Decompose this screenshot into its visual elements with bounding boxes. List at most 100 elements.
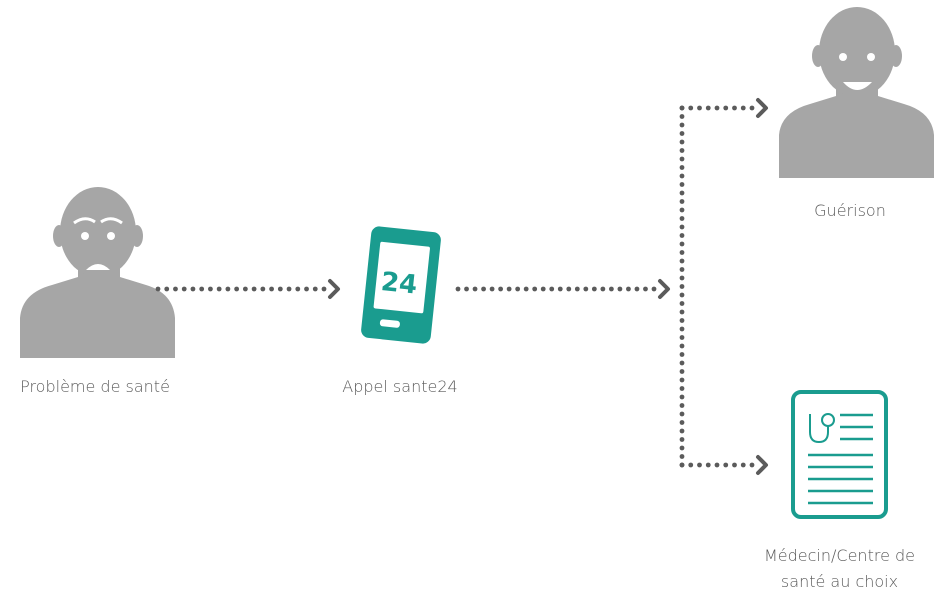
label-call-sante24: Appel sante24 <box>342 377 458 396</box>
connector-dot <box>749 105 755 111</box>
connector-dot <box>600 286 606 292</box>
connector-dot <box>523 286 529 292</box>
connector-dot <box>679 428 685 434</box>
label-doctor-line2: santé au choix <box>780 572 899 591</box>
connector-dot <box>679 199 685 204</box>
connector-dot <box>181 286 187 292</box>
connector-dot <box>679 122 685 128</box>
connector-dot <box>679 207 685 213</box>
connector-dot <box>697 462 702 468</box>
connector-dot <box>749 462 755 468</box>
connector-dot <box>679 250 685 255</box>
arrowhead-to-doctor <box>756 455 768 475</box>
connector-dot <box>216 286 222 292</box>
connector-problem-to-call <box>155 286 327 292</box>
connector-dot <box>740 462 746 468</box>
connector-dot <box>643 286 648 292</box>
label-health-problem: Problème de santé <box>20 377 170 396</box>
connector-dot <box>312 286 318 292</box>
connector-dot <box>608 286 614 292</box>
connector-dot <box>679 369 685 374</box>
connector-branch-to-healed <box>679 105 755 111</box>
connector-dot <box>732 105 737 111</box>
connector-dot <box>688 462 694 468</box>
arrowhead-to-call <box>328 279 340 299</box>
connector-dot <box>481 286 486 292</box>
connector-dot <box>679 182 685 187</box>
connector-dot <box>679 309 685 315</box>
connector-dot <box>173 286 178 292</box>
record-lines <box>808 413 873 505</box>
connector-dot <box>679 131 685 136</box>
connector-dot <box>714 462 720 468</box>
connector-dot <box>723 462 729 468</box>
connector-dot <box>515 286 521 292</box>
connector-dot <box>679 190 685 196</box>
connector-branch-to-doctor <box>679 462 755 468</box>
connector-dot <box>489 286 495 292</box>
connector-dot <box>557 286 563 292</box>
connector-dot <box>225 286 231 292</box>
connector-dot <box>199 286 205 292</box>
connector-dot <box>723 105 729 111</box>
arrowhead-to-healed <box>756 98 768 118</box>
connector-dot <box>626 286 631 292</box>
connector-dot <box>679 411 685 417</box>
connector-dot <box>286 286 292 292</box>
connector-dot <box>679 326 685 332</box>
connector-dot <box>705 105 711 111</box>
connector-call-to-branch <box>455 286 657 292</box>
connector-dot <box>679 420 685 425</box>
connector-dot <box>679 462 685 468</box>
connector-dot <box>679 216 685 221</box>
connector-dot <box>679 233 685 238</box>
connector-dot <box>740 105 746 111</box>
connector-dot <box>679 437 685 442</box>
connector-dot <box>679 156 685 162</box>
connector-dot <box>304 286 309 292</box>
connector-dot <box>634 286 640 292</box>
connector-dot <box>549 286 555 292</box>
connector-dot <box>566 286 572 292</box>
connector-dot <box>679 275 685 281</box>
connector-dot <box>234 286 240 292</box>
connector-dot <box>295 286 301 292</box>
mobile-phone-icon: 24 <box>361 226 441 344</box>
connector-dot <box>679 360 685 366</box>
connector-dot <box>679 284 685 289</box>
phone-screen-text: 24 <box>380 267 419 301</box>
label-healing: Guérison <box>814 201 886 220</box>
connector-dot <box>591 286 597 292</box>
connector-dot <box>679 173 685 179</box>
connector-dot <box>679 224 685 230</box>
connector-dot <box>679 394 685 400</box>
connector-dot <box>679 292 685 298</box>
connector-dot <box>155 286 161 292</box>
connector-dot <box>697 105 702 111</box>
connector-dot <box>269 286 274 292</box>
connector-dot <box>679 403 685 408</box>
connector-dot <box>251 286 257 292</box>
connector-dot <box>679 352 685 357</box>
connector-dot <box>679 258 685 264</box>
stethoscope-icon <box>809 413 835 444</box>
connector-dot <box>679 454 685 459</box>
connector-dot <box>679 148 685 153</box>
connector-dot <box>472 286 478 292</box>
connector-dot <box>190 286 196 292</box>
connector-dot <box>679 377 685 383</box>
connector-dot <box>679 445 685 451</box>
connector-dot <box>688 105 694 111</box>
connector-dot <box>498 286 504 292</box>
connector-dot <box>532 286 538 292</box>
connector-dot <box>464 286 469 292</box>
connector-dot <box>260 286 266 292</box>
connector-dot <box>164 286 170 292</box>
connector-dot <box>679 267 685 272</box>
connector-dot <box>455 286 461 292</box>
connector-dot <box>651 286 657 292</box>
connector-dot <box>679 165 685 170</box>
connector-dot <box>321 286 327 292</box>
connector-dot <box>574 286 580 292</box>
